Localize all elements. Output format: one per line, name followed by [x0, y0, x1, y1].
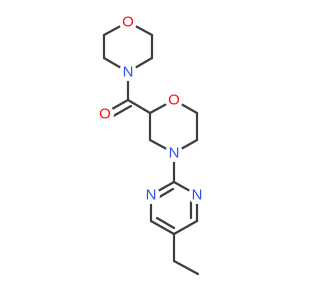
bond — [172, 219, 199, 236]
atom-label-n-pyr-left: N — [142, 186, 160, 204]
molecule-canvas: O N O O N N N — [96, 13, 206, 276]
atom-label-n-ring: N — [165, 144, 183, 162]
atom-symbol: O — [122, 14, 134, 31]
atom-symbol: N — [169, 145, 180, 162]
bond — [149, 219, 176, 236]
molecule-structure: O N O O N N N — [96, 13, 206, 276]
atom-label-o-carbonyl: O — [96, 105, 114, 123]
atom-label-o-morph-top: O — [119, 13, 137, 31]
atom-label-o-ring: O — [165, 91, 183, 109]
atom-symbol: O — [99, 106, 111, 123]
bond — [155, 216, 176, 230]
atom-label-n-amide: N — [119, 63, 137, 81]
atom-symbol: O — [168, 92, 180, 109]
atom-symbol: N — [123, 64, 134, 81]
atom-label-n-pyr-right: N — [188, 186, 206, 204]
bond — [172, 259, 200, 276]
atom-symbol: N — [192, 187, 203, 204]
atom-symbol: N — [146, 187, 157, 204]
bond — [126, 98, 152, 115]
